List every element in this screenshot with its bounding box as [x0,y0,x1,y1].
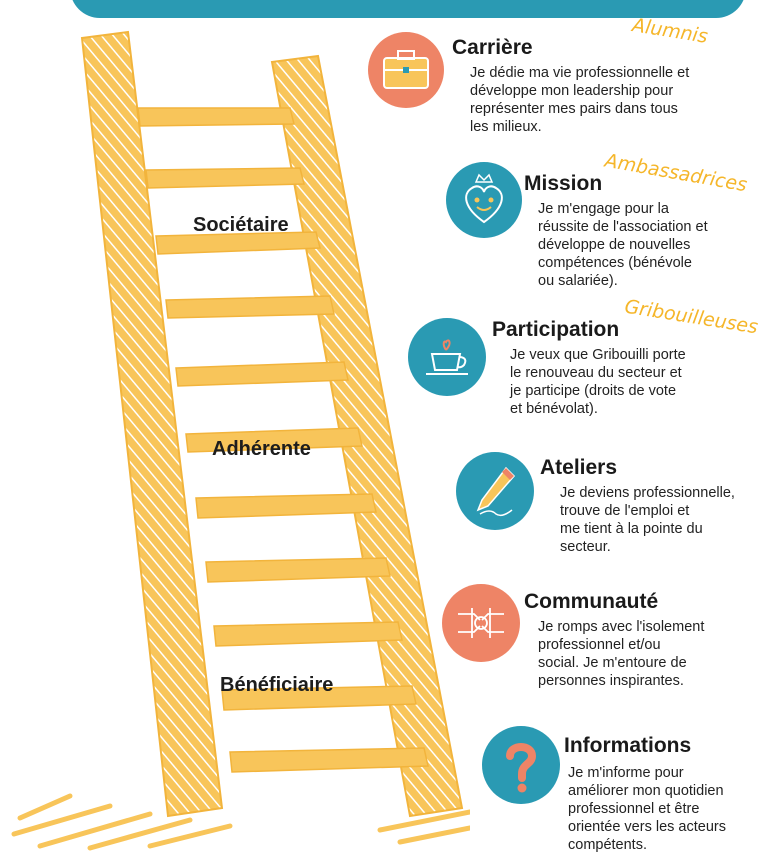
step-title-participation: Participation [492,318,620,341]
joined-hands-icon [442,584,520,662]
desc-line: personnes inspirantes. [538,673,684,689]
coffee-cup-icon [408,318,486,396]
desc-line: Je dédie ma vie professionnelle et [470,65,690,81]
desc-line: compétences (bénévole [538,255,692,271]
ladder-label-adherente: Adhérente [212,438,311,460]
step-desc-ateliers: Je deviens professionnelle, trouve de l'… [560,484,735,556]
step-title-communaute: Communauté [524,590,659,613]
ladder-label-beneficiaire: Bénéficiaire [220,674,334,696]
desc-line: professionnel et/ou [538,637,661,653]
desc-line: développe de nouvelles [538,237,691,253]
briefcase-icon [368,32,444,108]
step-desc-communaute: Je romps avec l'isolement professionnel … [538,618,704,690]
desc-line: Je veux que Gribouilli porte [510,347,686,363]
desc-line: compétents. [568,837,647,853]
tier-label-gribouilleuses: Gribouilleuses [623,295,758,339]
step-title-mission: Mission [524,172,603,195]
heart-crown-icon [446,162,522,238]
desc-line: les milieux. [470,119,542,135]
ladder-label-societaire: Sociétaire [193,214,289,236]
desc-line: et bénévolat). [510,401,598,417]
pen-icon [456,452,534,530]
desc-line: Je deviens professionnelle, [560,485,735,501]
desc-line: professionnel et être [568,801,700,817]
desc-line: développe mon leadership pour [470,83,674,99]
step-desc-carriere: Je dédie ma vie professionnelle et dével… [470,64,689,136]
question-mark-icon [482,726,560,804]
desc-line: me tient à la pointe du [560,521,703,537]
desc-line: Je m'informe pour [568,765,684,781]
top-banner [70,0,746,18]
desc-line: social. Je m'entoure de [538,655,687,671]
desc-line: ou salariée). [538,273,618,289]
desc-line: secteur. [560,539,611,555]
desc-line: le renouveau du secteur et [510,365,682,381]
desc-line: réussite de l'association et [538,219,708,235]
ladder-illustration [11,30,470,851]
step-desc-mission: Je m'engage pour la réussite de l'associ… [538,200,708,290]
tier-label-alumnis: Alumnis [630,14,710,48]
step-title-informations: Informations [564,734,692,757]
desc-line: orientée vers les acteurs [568,819,726,835]
desc-line: je participe (droits de vote [510,383,677,399]
desc-line: améliorer mon quotidien [568,783,724,799]
step-title-carriere: Carrière [452,36,533,59]
tier-label-ambassadrices: Ambassadrices [603,149,749,197]
step-desc-participation: Je veux que Gribouilli porte le renouvea… [510,346,686,418]
step-desc-informations: Je m'informe pour améliorer mon quotidie… [568,764,726,854]
desc-line: Je m'engage pour la [538,201,669,217]
desc-line: Je romps avec l'isolement [538,619,705,635]
step-title-ateliers: Ateliers [540,456,618,479]
desc-line: trouve de l'emploi et [560,503,690,519]
desc-line: représenter mes pairs dans tous [470,101,678,117]
